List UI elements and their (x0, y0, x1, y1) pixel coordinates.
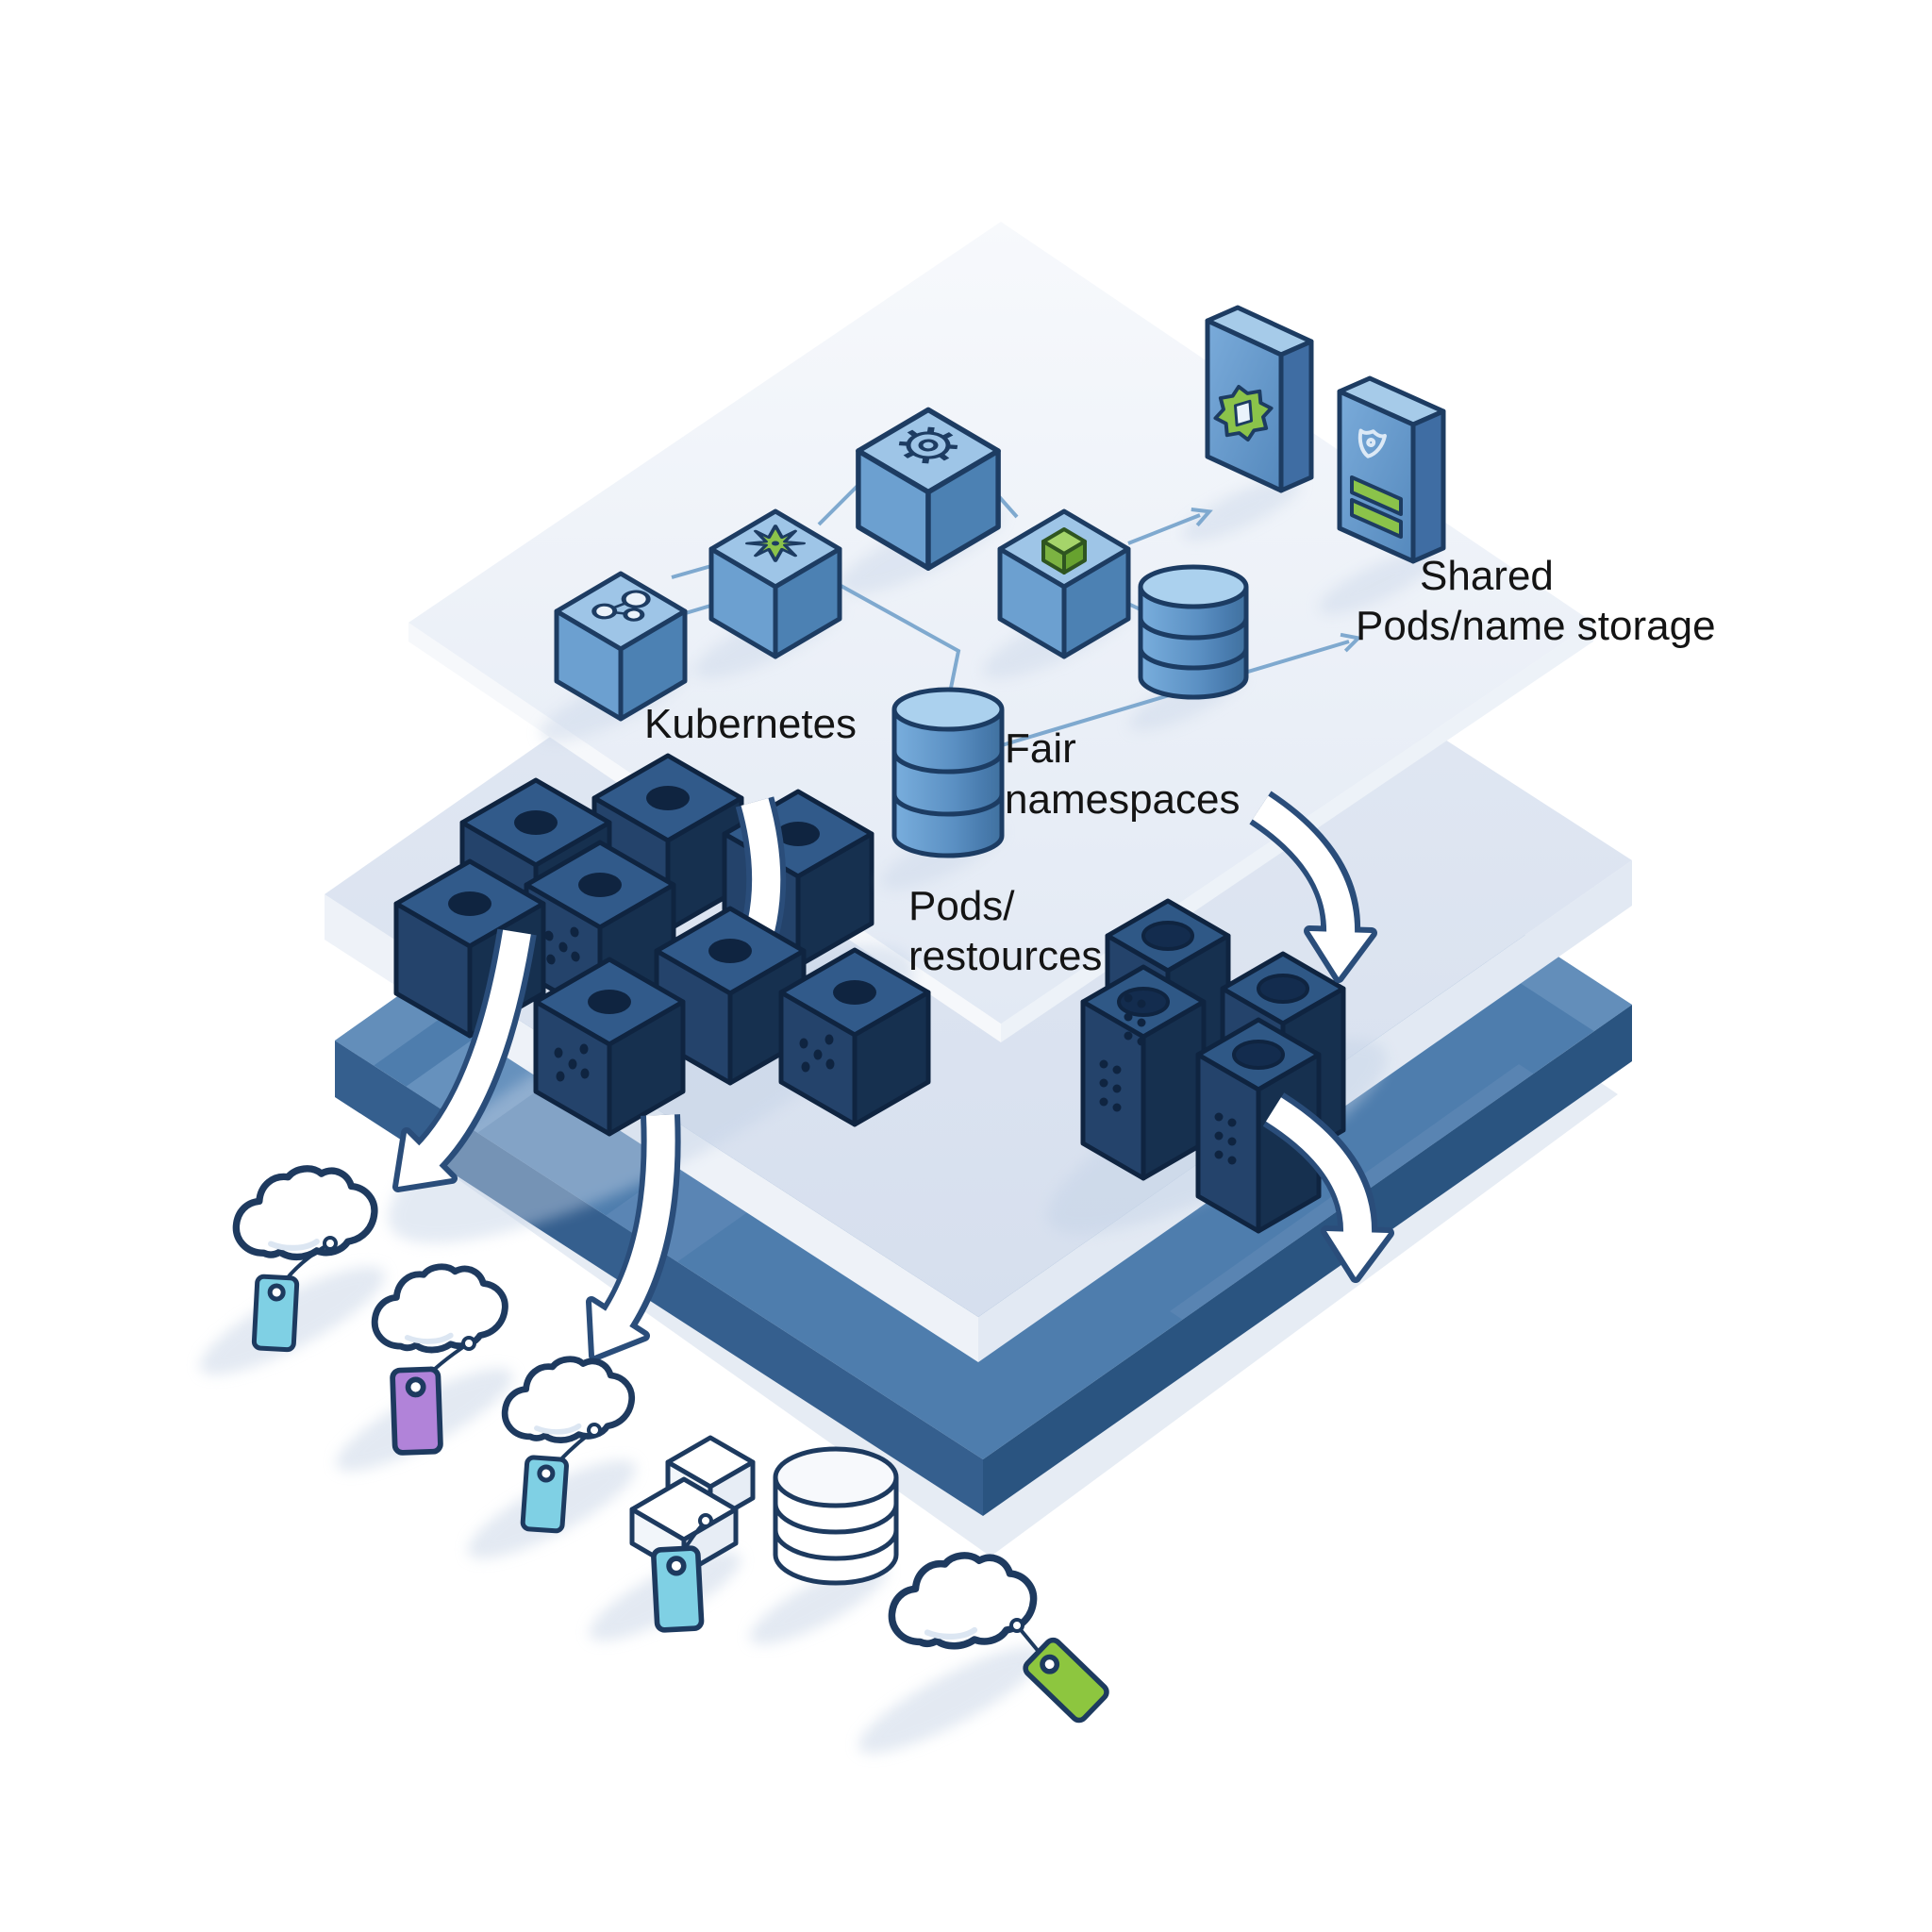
fair-namespaces-label-line2: namespaces (1005, 776, 1240, 823)
fair-namespaces-label-line1: Fair (1005, 725, 1076, 772)
shield-icon (1357, 428, 1388, 458)
tag-anchor (698, 1513, 713, 1528)
molecule-icon (591, 590, 651, 622)
cloud-icon (375, 1267, 505, 1453)
connector-arrowhead (1340, 632, 1363, 653)
down-arrow-icon (1262, 1092, 1394, 1283)
tag-anchor (461, 1336, 476, 1351)
price-tag-icon (523, 1457, 567, 1532)
tower-side-pips (1099, 993, 1237, 1165)
pods-resources-label-line2: restources (908, 933, 1102, 979)
tag-anchor (587, 1423, 602, 1438)
dice-side-pips (554, 1034, 835, 1082)
server-panel (1337, 375, 1446, 564)
price-tag-icon (392, 1369, 441, 1453)
down-arrow-icon (1249, 791, 1377, 983)
down-arrow-icon (392, 928, 537, 1192)
shared-storage-label-line1: Shared (1420, 553, 1554, 599)
tag-anchor (1009, 1618, 1024, 1633)
database-icon (891, 687, 1005, 858)
server-slots-icon (1350, 475, 1403, 539)
pod-dice-cluster-left-front (536, 908, 928, 1134)
tag-anchor (323, 1236, 338, 1251)
server-tower-cluster-right (1083, 901, 1343, 1231)
price-tag-icon (654, 1548, 702, 1630)
gear-panel (1205, 305, 1314, 493)
pods-resources-label-line1: Pods/ (908, 883, 1015, 929)
kubernetes-node-cubes (557, 409, 1128, 719)
star-icon (745, 525, 806, 562)
cloud-icon (505, 1359, 632, 1531)
gear-icon (898, 426, 958, 464)
shared-storage-label-line2: Pods/name storage (1356, 603, 1716, 649)
pod-dice-cluster-left (396, 756, 872, 1036)
price-tag-icon (254, 1276, 297, 1350)
connector-arrowhead (1191, 507, 1213, 527)
gear-icon (1213, 385, 1274, 441)
down-arrow-icon (586, 1114, 681, 1361)
cloud-icon (891, 1556, 1109, 1724)
database-icon (1138, 564, 1249, 700)
shared-storage-panels (1205, 305, 1446, 564)
mini-cube-icon (1041, 527, 1087, 575)
kubernetes-label: Kubernetes (644, 701, 857, 747)
cloud-icon (236, 1169, 375, 1350)
server-tower-icon (1083, 967, 1204, 1178)
white-storage-cylinder (773, 1446, 899, 1586)
dice-side-pips (544, 926, 580, 965)
